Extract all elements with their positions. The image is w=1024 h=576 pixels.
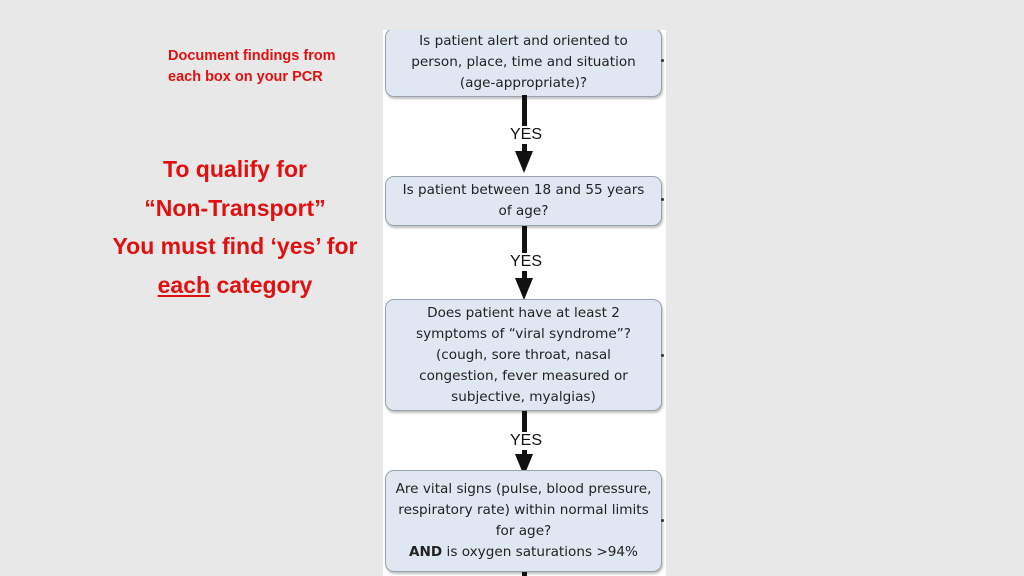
flowchart: Is patient alert and oriented to person,… (383, 30, 666, 576)
edge-dot (661, 198, 664, 201)
arrow-shaft-1 (522, 95, 527, 151)
arrow-shaft-4 (522, 572, 527, 576)
flow-box-3-line-3: (cough, sore throat, nasal (436, 346, 611, 363)
flow-box-3-line-2: symptoms of “viral syndrome”? (416, 325, 631, 342)
yes-label-1: YES (509, 126, 544, 144)
flow-box-2-line-2: of age? (498, 203, 549, 219)
flow-box-orientation: Is patient alert and oriented to person,… (385, 30, 662, 97)
edge-dot (661, 59, 664, 62)
flow-box-viral-syndrome: Does patient have at least 2 symptoms of… (385, 299, 662, 411)
flow-box-4-line-1: Are vital signs (pulse, blood pressure, (395, 481, 652, 497)
flow-box-1-line-2: person, place, time and situation (411, 54, 636, 70)
edge-dot (661, 519, 664, 522)
flow-box-3-line-1: Does patient have at least 2 (427, 304, 620, 321)
yes-label-2: YES (509, 253, 544, 271)
qualify-line-2: “Non-Transport” (144, 194, 326, 221)
flow-box-4-line-2: respiratory rate) within normal limits (398, 502, 649, 518)
flow-box-2-line-1: Is patient between 18 and 55 years (402, 182, 645, 198)
arrow-head-1 (515, 151, 533, 173)
edge-dot (661, 354, 664, 357)
flow-box-1-line-1: Is patient alert and oriented to (419, 33, 628, 49)
flow-box-4-oxygen: is oxygen saturations >94% (442, 544, 638, 560)
flow-box-4-line-3: for age? (495, 523, 552, 539)
flow-box-vital-signs: Are vital signs (pulse, blood pressure, … (385, 470, 662, 572)
arrow-head-2 (515, 278, 533, 300)
yes-label-3: YES (509, 432, 544, 450)
flow-box-1-line-3: (age-appropriate)? (459, 75, 588, 91)
flow-box-age: Is patient between 18 and 55 years of ag… (385, 176, 662, 226)
pcr-note-line-1: Document findings from (168, 48, 336, 64)
flow-box-3-line-5: subjective, myalgias) (451, 388, 596, 405)
arrow-shaft-2 (522, 226, 527, 278)
qualify-line-4: each category (92, 266, 378, 305)
flow-box-3-line-4: congestion, fever measured or (419, 367, 628, 384)
flow-box-4-and: AND (409, 544, 443, 560)
qualify-line-3: You must find ‘yes’ for (112, 233, 358, 259)
pcr-note: Document findings from each box on your … (168, 46, 336, 88)
flow-box-4-line-4: AND is oxygen saturations >94% (396, 542, 652, 563)
qualify-line-1: To qualify for (163, 156, 307, 182)
qualify-heading: To qualify for “Non-Transport” You must … (92, 150, 378, 304)
pcr-note-line-2: each box on your PCR (168, 69, 323, 85)
qualify-emphasis-each: each (157, 271, 211, 298)
qualify-line-4-rest: category (210, 271, 313, 298)
